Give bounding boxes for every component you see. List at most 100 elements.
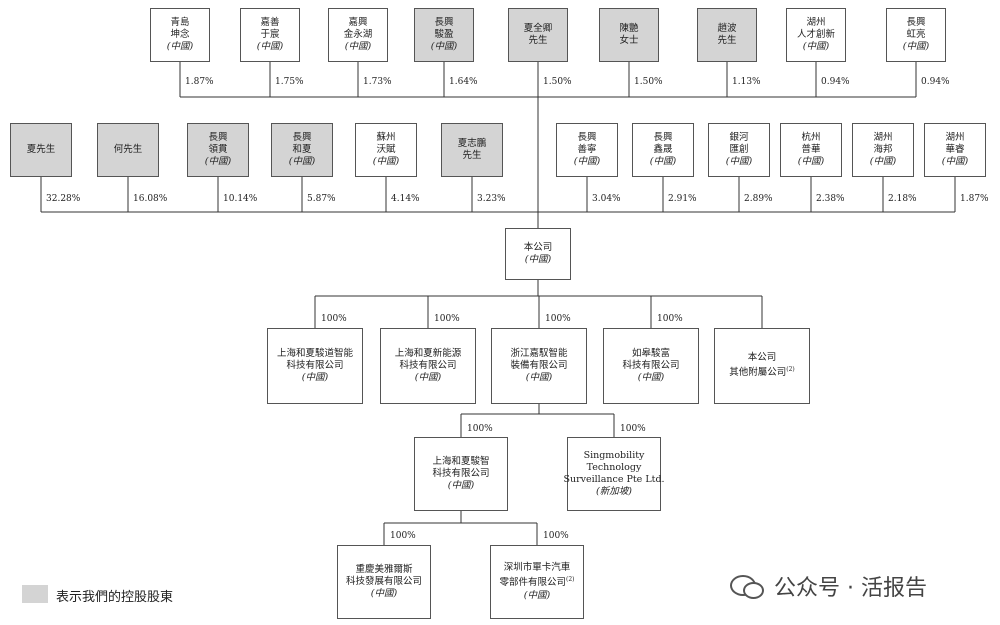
entity-name-line: 人才創新 (796, 29, 835, 40)
entity-name-line: 沃賦 (376, 144, 396, 155)
entity-name-line: 領貫 (208, 144, 228, 155)
entity-name-line: 長興 (906, 17, 926, 28)
entity-country: (新加坡) (596, 486, 632, 497)
subsidiary-box: 本公司其他附屬公司(2) (714, 328, 810, 404)
subsidiary-box: 上海和夏駿智科技有限公司(中國) (414, 437, 508, 511)
entity-name-line: 湖州 (806, 17, 826, 28)
footnote-mark: (2) (566, 576, 575, 584)
subsidiary-box: 深圳市單卡汽車零部件有限公司(2)(中國) (490, 545, 584, 619)
entity-country: (中國) (166, 41, 194, 52)
entity-name-line: 女士 (619, 35, 639, 46)
shareholder-box: 嘉善于宸(中國) (240, 8, 300, 62)
entity-name-line: 鑫晟 (653, 144, 673, 155)
legend-label: 表示我們的控股股東 (56, 590, 174, 605)
entity-name-line: 科技有限公司 (622, 360, 680, 371)
entity-country: (中國) (288, 156, 316, 167)
entity-name-line: 陳艷 (619, 23, 639, 34)
shareholding-percentage: 2.38% (816, 194, 845, 204)
company-box: 本公司(中國) (505, 228, 571, 280)
legend-swatch (22, 585, 48, 603)
watermark-text: 公众号 · 活报告 (774, 576, 927, 601)
footnote-mark: (2) (786, 366, 795, 374)
entity-country: (中國) (725, 156, 753, 167)
watermark: 公众号 · 活报告 (730, 570, 927, 602)
entity-name-line: 杭州 (801, 132, 821, 143)
shareholding-percentage: 1.50% (634, 77, 663, 87)
subsidiary-box: 上海和夏新能源科技有限公司(中國) (380, 328, 476, 404)
shareholder-box: 夏全卿先生 (508, 8, 568, 62)
entity-name-line: 嘉興 (348, 17, 368, 28)
shareholding-percentage: 0.94% (921, 77, 950, 87)
entity-name-line: Surveillance Pte Ltd. (563, 474, 665, 485)
wechat-icon (730, 573, 764, 599)
shareholder-box: 趙波先生 (697, 8, 757, 62)
shareholding-percentage: 32.28% (46, 194, 81, 204)
entity-name-line: 何先生 (113, 144, 143, 155)
entity-country: (中國) (869, 156, 897, 167)
entity-name-line: 零部件有限公司(2) (499, 576, 575, 589)
entity-name-line: 銀河 (729, 132, 749, 143)
shareholder-box: 陳艷女士 (599, 8, 659, 62)
shareholder-box: 何先生 (97, 123, 159, 177)
shareholder-box: 蘇州沃賦(中國) (355, 123, 417, 177)
shareholding-percentage: 1.13% (732, 77, 761, 87)
shareholder-box: 長興和夏(中國) (271, 123, 333, 177)
subsidiary-box: 如皋駿富科技有限公司(中國) (603, 328, 699, 404)
entity-name-line: 先生 (717, 35, 737, 46)
shareholding-percentage: 2.89% (744, 194, 773, 204)
shareholding-percentage: 1.64% (449, 77, 478, 87)
entity-name-line: 科技發展有限公司 (345, 576, 422, 587)
entity-name-line: 夏全卿 (523, 23, 553, 34)
entity-country: (中國) (301, 372, 329, 383)
entity-country: (中國) (802, 41, 830, 52)
entity-name-line: 坤念 (170, 29, 190, 40)
entity-name-line: 先生 (528, 35, 548, 46)
shareholder-box: 湖州人才創新(中國) (786, 8, 846, 62)
shareholder-box: 長興鑫晟(中國) (632, 123, 694, 177)
entity-name-line: 蘇州 (376, 132, 396, 143)
entity-country: (中國) (344, 41, 372, 52)
entity-name-line: 華睿 (945, 144, 965, 155)
entity-country: (中國) (902, 41, 930, 52)
shareholding-percentage: 1.50% (543, 77, 572, 87)
entity-name-line: 長興 (292, 132, 312, 143)
entity-name-line: 本公司 (523, 242, 553, 253)
entity-name-line: 海邦 (873, 144, 893, 155)
entity-country: (中國) (414, 372, 442, 383)
entity-country: (中國) (525, 372, 553, 383)
entity-name-line: 如皋駿富 (631, 348, 670, 359)
entity-country: (中國) (370, 588, 398, 599)
ownership-percentage: 100% (620, 424, 646, 434)
ownership-percentage: 100% (390, 531, 416, 541)
subsidiary-box: 上海和夏駿道智能科技有限公司(中國) (267, 328, 363, 404)
shareholder-box: 青島坤念(中國) (150, 8, 210, 62)
entity-country: (中國) (447, 480, 475, 491)
shareholding-percentage: 0.94% (821, 77, 850, 87)
shareholding-percentage: 1.87% (185, 77, 214, 87)
shareholder-box: 杭州普華(中國) (780, 123, 842, 177)
entity-country: (中國) (523, 589, 551, 601)
shareholding-percentage: 1.87% (960, 194, 989, 204)
entity-name-line: 浙江嘉馭智能 (510, 348, 568, 359)
shareholding-percentage: 3.23% (477, 194, 506, 204)
shareholding-percentage: 2.91% (668, 194, 697, 204)
entity-country: (中國) (204, 156, 232, 167)
entity-name-line: 長興 (653, 132, 673, 143)
entity-country: (中國) (637, 372, 665, 383)
entity-name-line: 長興 (208, 132, 228, 143)
entity-name-line: 善寧 (577, 144, 597, 155)
ownership-percentage: 100% (545, 314, 571, 324)
entity-name-line: 上海和夏新能源 (394, 348, 462, 359)
entity-country: (中國) (372, 156, 400, 167)
entity-name-line: 金永湖 (343, 29, 373, 40)
shareholder-box: 長興善寧(中國) (556, 123, 618, 177)
shareholder-box: 夏志鵬先生 (441, 123, 503, 177)
shareholder-box: 長興虹亮(中國) (886, 8, 946, 62)
entity-name-line: 先生 (462, 150, 482, 161)
entity-name-line: 其他附屬公司(2) (729, 366, 795, 379)
ownership-percentage: 100% (543, 531, 569, 541)
entity-name-line: 科技有限公司 (286, 360, 344, 371)
entity-name-line: 湖州 (945, 132, 965, 143)
entity-country: (中國) (430, 41, 458, 52)
